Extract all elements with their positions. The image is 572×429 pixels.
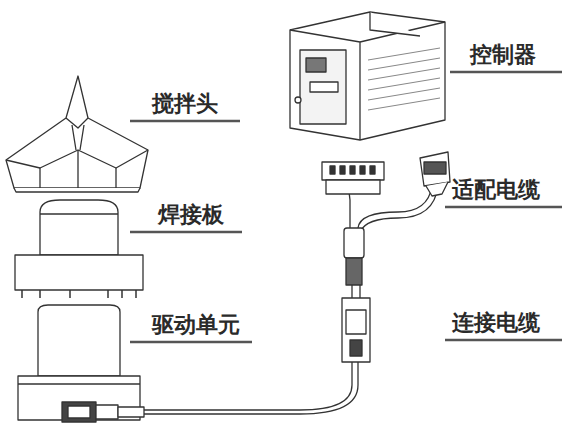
stir-head-drawing [6,76,148,192]
cables [144,180,438,414]
ferrule-drawing [344,228,364,285]
part-label: 驱动单元 [152,313,240,337]
controller-drawing [290,12,445,140]
part-label: 适配电缆 [452,178,540,202]
terminal-block-drawing [322,162,384,194]
connector-drawing [342,298,370,362]
part-label: 搅拌头 [152,92,218,116]
dsub-plug-drawing [420,152,450,196]
drive-unit-drawing [18,305,144,422]
part-label: 控制器 [470,43,536,67]
weld-plate-drawing [15,200,143,298]
part-label: 焊接板 [158,203,224,227]
part-label: 连接电缆 [452,311,540,335]
